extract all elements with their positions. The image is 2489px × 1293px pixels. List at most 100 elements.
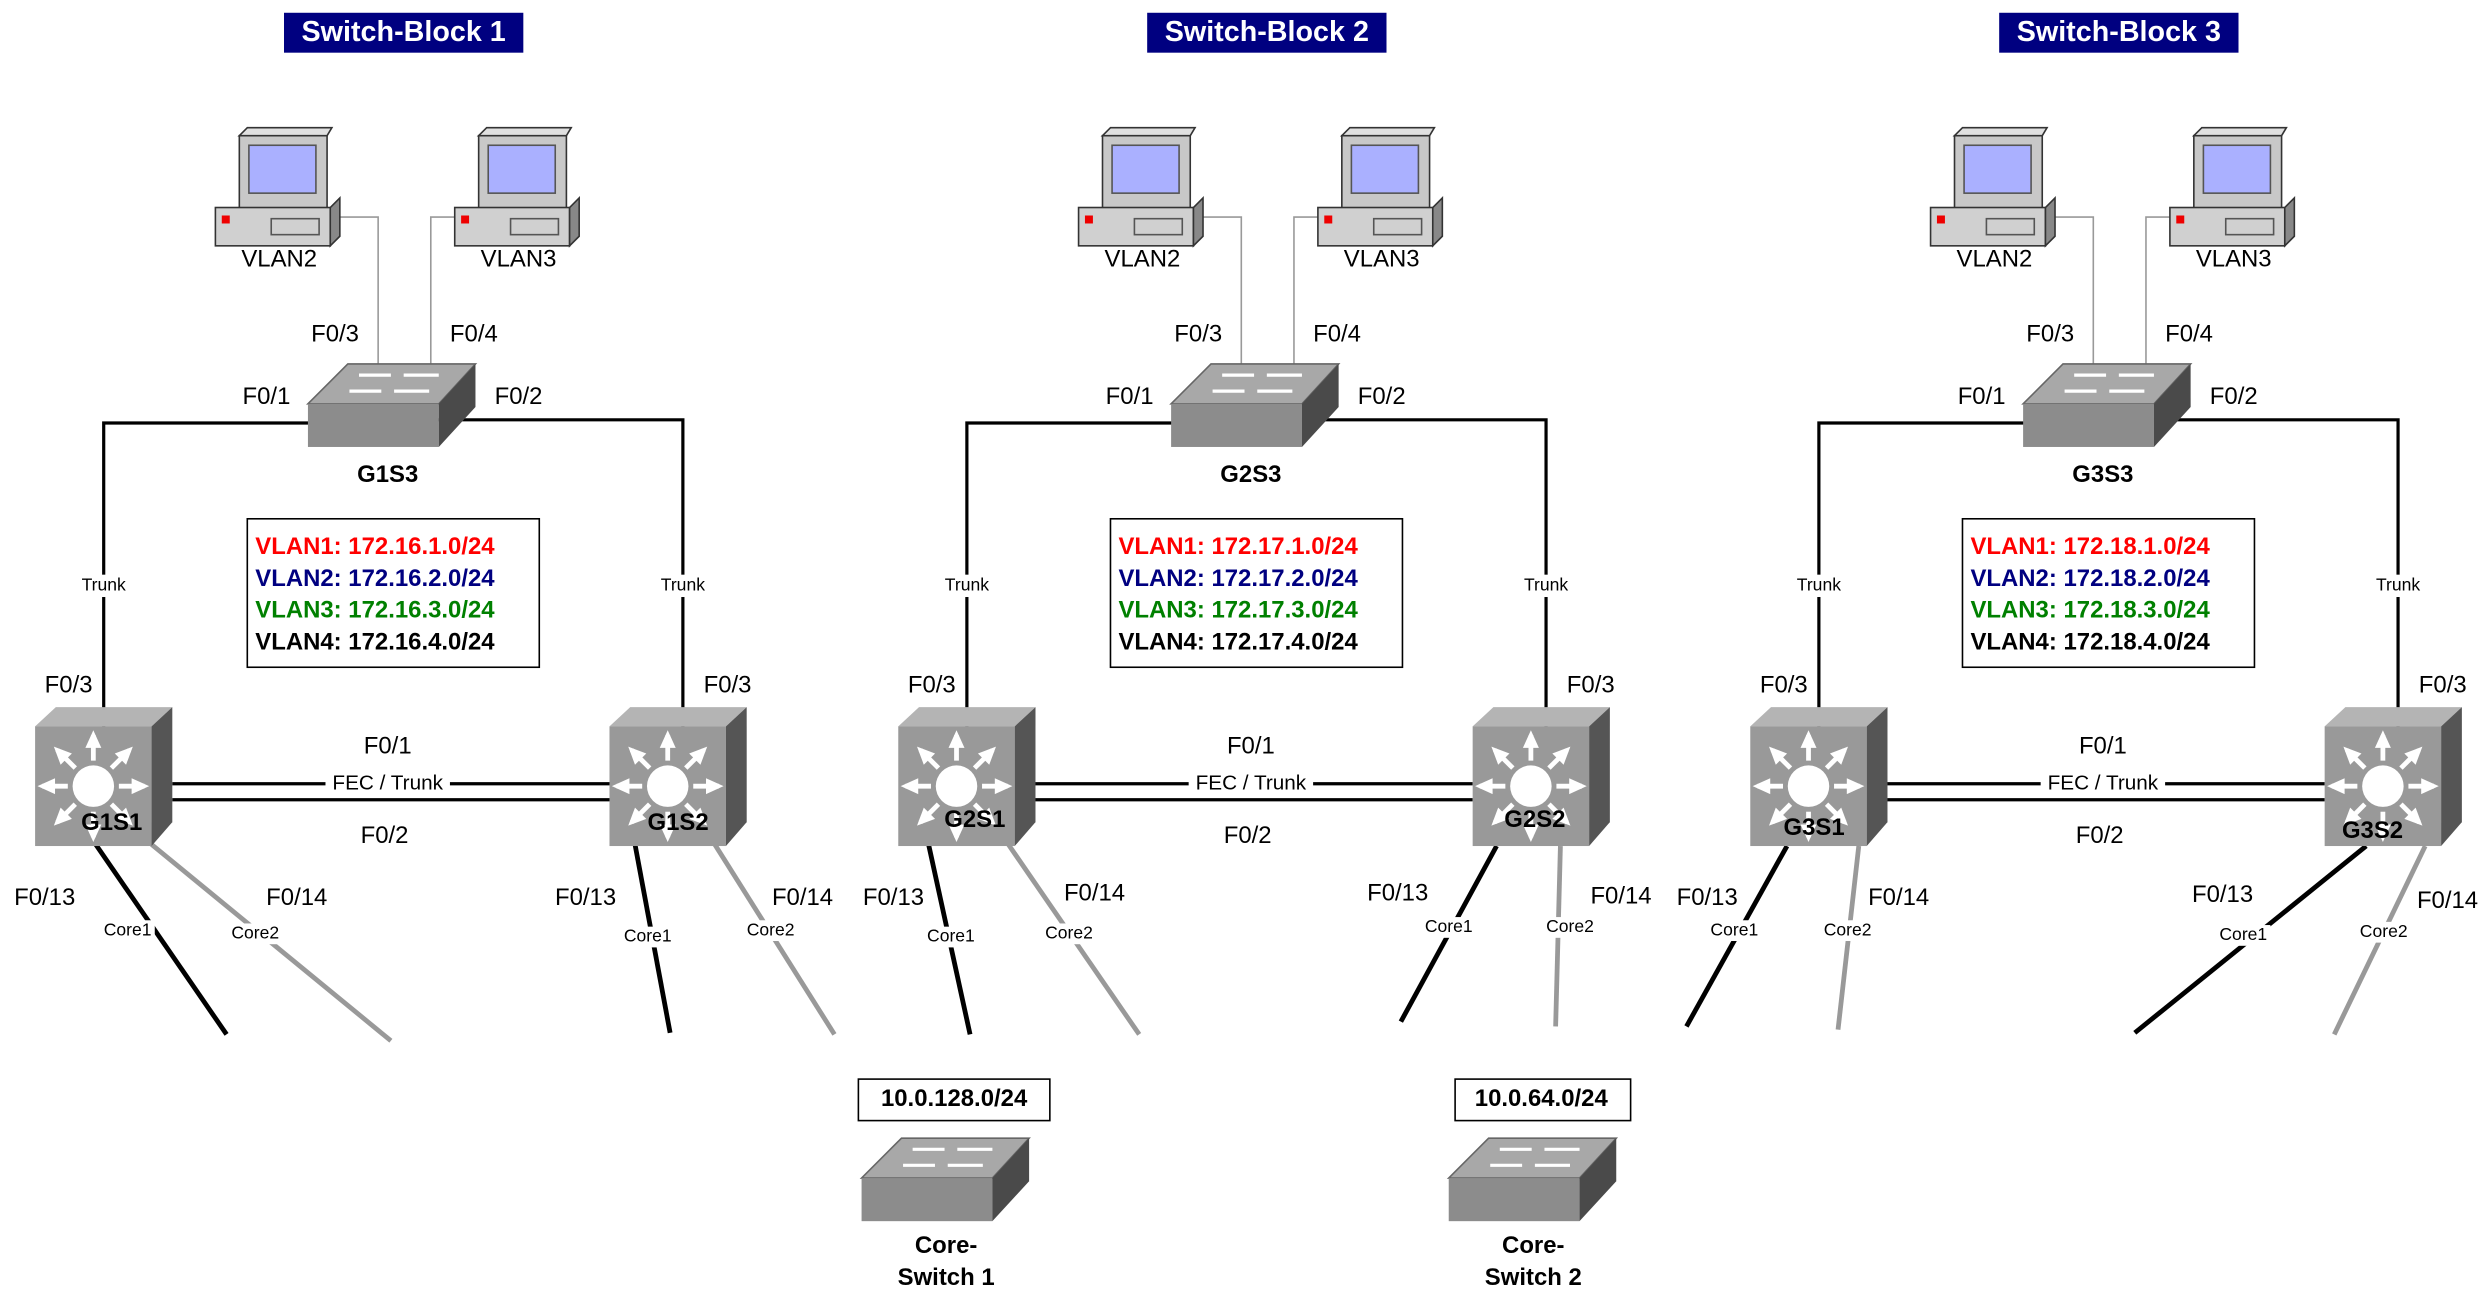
label-background [2040,772,2166,795]
label-background [650,574,715,598]
trunk-link-right [438,418,685,727]
arrow-head-icon [1752,778,1771,795]
pc-label: VLAN3 [2196,246,2272,273]
port-label: F0/4 [450,321,498,348]
vlan-subnet-entry: VLAN4: 172.16.4.0/24 [255,629,495,656]
pc-case [2169,206,2286,247]
pc-case-side [1192,196,1204,248]
distribution-switch-name: G2S1 [944,806,1005,833]
switch-side [438,363,476,447]
distribution-switch-name: G3S1 [1784,814,1845,841]
pc-link-vlan2 [1193,216,1243,364]
label-background [325,772,450,795]
arrow-head-icon [1569,778,1587,795]
vlan-subnet-box [246,517,541,669]
port-label: F0/2 [1358,383,1406,410]
distribution-switch-name: G1S1 [81,809,142,836]
core-link-label: Core1 [624,926,672,946]
power-led [1084,215,1093,224]
fec-trunk-label: FEC / Trunk [1196,771,1307,794]
arrow-head-icon [1522,730,1539,748]
arrow-head-icon [1552,746,1571,765]
arrow-head-icon [994,778,1013,795]
vlan-subnet-entry: VLAN3: 172.16.3.0/24 [255,597,495,624]
port-label: F0/1 [2079,732,2127,759]
label-background [2216,925,2271,946]
power-led [461,215,470,224]
label-background [1820,920,1875,942]
core-link-label: Core1 [104,919,152,939]
arrow-head-icon [689,807,708,826]
subnet-box [1454,1078,1632,1122]
core1-link [93,843,229,1036]
monitor-screen [1350,144,1420,194]
block-title-background [1147,12,1387,53]
arrow-head-icon [1769,746,1788,765]
vlan-subnet-box [1961,517,2256,669]
switch-side [1866,707,1888,847]
label-background [100,920,155,942]
monitor-screen [487,144,557,194]
switch-side [2153,363,2191,447]
arrow-head-icon [2404,746,2423,765]
trunk-link-left [1817,421,2035,727]
vlan-subnet-entry: VLAN1: 172.17.1.0/24 [1118,533,1358,560]
drive-bay [270,217,320,236]
port-label: F0/4 [2165,321,2213,348]
power-led [2176,215,2185,224]
monitor-top [476,126,573,137]
port-label: F0/3 [311,321,359,348]
arrow-head-icon [948,824,965,843]
label-background [923,926,979,948]
arrow-head-icon [1491,746,1510,765]
fec-trunk-label: FEC / Trunk [2048,771,2159,794]
monitor-screen [2202,144,2272,194]
port-label: F0/1 [1227,732,1275,759]
trunk-link-right [2153,418,2400,727]
trunk-label: Trunk [945,574,989,594]
core-link-label: Core1 [927,926,975,946]
core-switch-icon [859,1137,1031,1222]
arrow-head-icon [659,824,676,843]
router-core-icon [1510,765,1552,807]
label-background [1707,920,1762,942]
arrow-head-icon [131,778,150,795]
port-label: F0/13 [1677,884,1738,911]
block-title: Switch-Block 2 [1165,16,1369,48]
switch-side [725,707,747,847]
switch-top [609,707,747,727]
port-label: F0/1 [364,732,412,759]
core-link-label: Core1 [1425,916,1473,936]
port-label: F0/4 [1313,321,1361,348]
monitor-screen [248,144,317,194]
trunk-link-left [965,421,1183,727]
arrow-head-icon [85,730,102,748]
monitor-top [237,126,334,137]
vlan-subnet-entry: VLAN2: 172.16.2.0/24 [255,565,495,592]
arrow-head-icon [85,824,102,843]
core-link-label: Core2 [1824,919,1872,939]
port-label: F0/13 [1367,879,1428,906]
port-label: F0/13 [14,884,75,911]
access-switch-icon [1169,363,1341,447]
core-switch-icon [1446,1137,1619,1222]
router-core-icon [935,765,978,807]
pc-label: VLAN2 [1104,246,1180,273]
trunk-label: Trunk [1524,574,1568,594]
port-label: F0/3 [908,672,956,699]
arrow-head-icon [2374,730,2391,748]
pc-case [453,206,571,247]
port-label: F0/3 [2026,321,2074,348]
port-label: F0/3 [2419,672,2467,699]
access-switch-icon [2021,363,2193,447]
monitor-screen [1963,144,2032,194]
trunk-link-right [1301,418,1548,727]
label-background [620,926,675,948]
label-background [1542,917,1598,938]
arrow-head-icon [977,807,996,826]
arrow-head-icon [114,746,133,765]
pc-case-side [568,196,580,248]
label-background [2366,574,2430,598]
